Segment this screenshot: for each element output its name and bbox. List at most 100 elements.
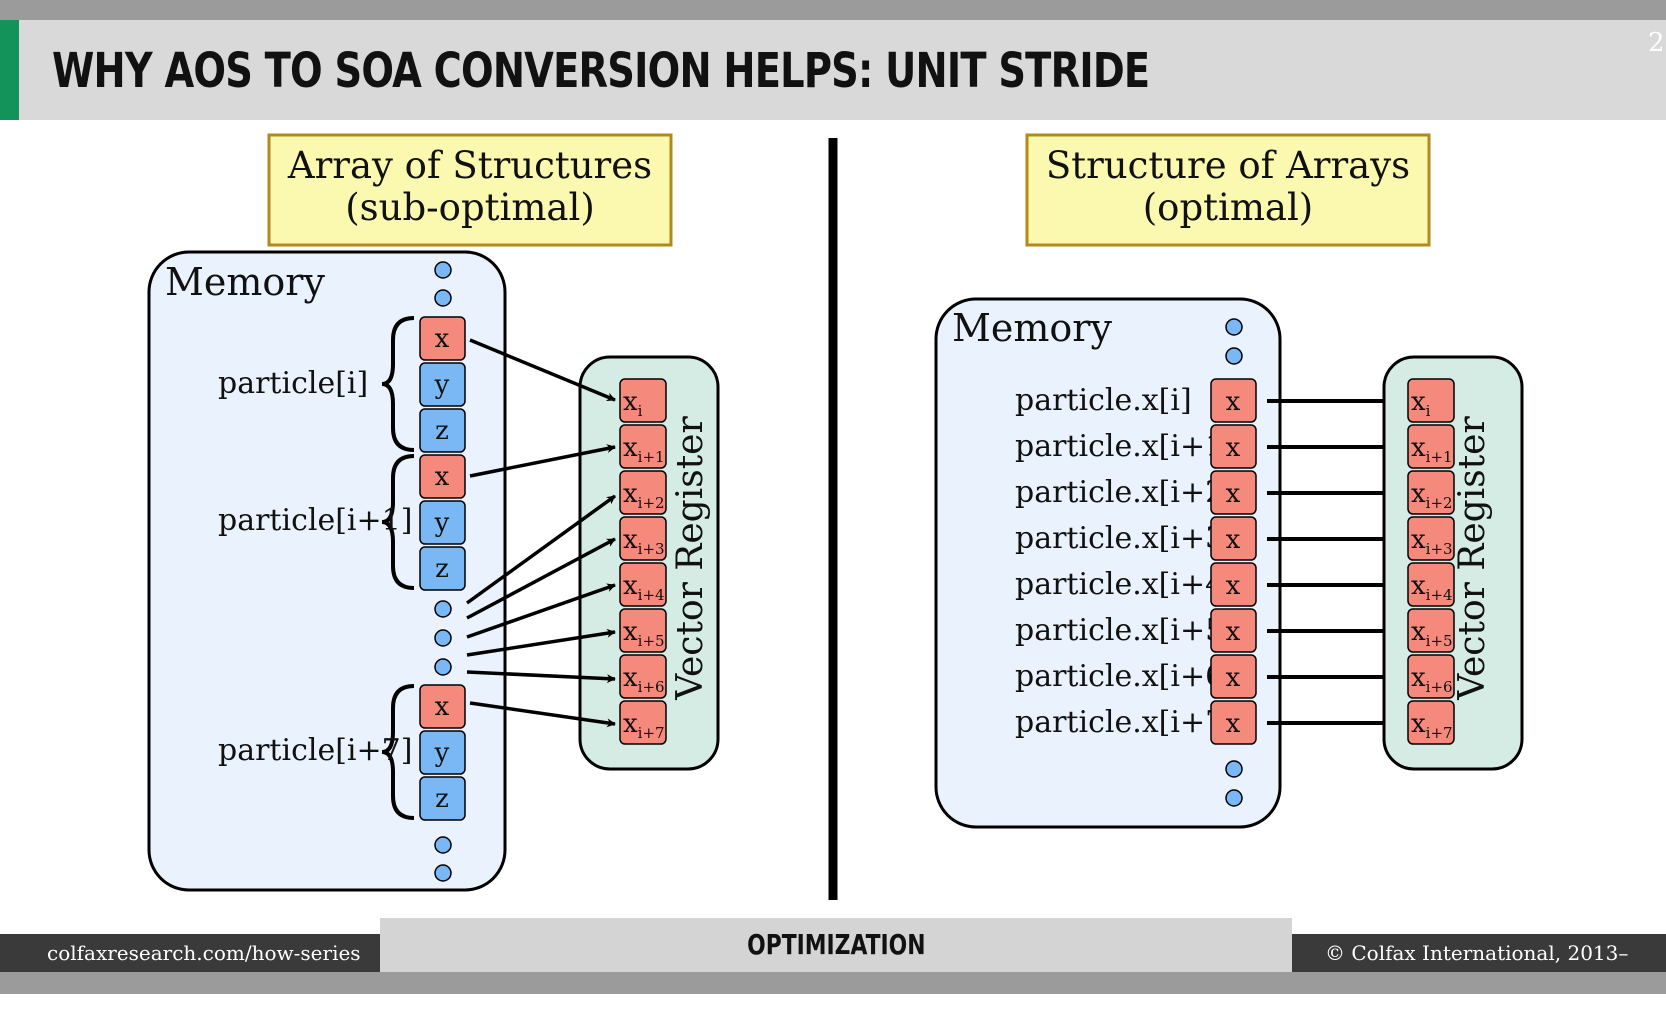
aos-register-cell: xi+7	[619, 700, 667, 745]
aos-cell-z	[419, 408, 466, 453]
ellipsis-dot	[434, 600, 452, 618]
soa-memory-label: Memory	[952, 306, 1112, 350]
soa-register-cell: xi	[1407, 378, 1455, 423]
soa-memory-box	[934, 297, 1282, 829]
title-accent	[0, 20, 19, 120]
svg-text:x: x	[1226, 479, 1241, 509]
svg-text:xi+3: xi+3	[623, 525, 665, 558]
aos-cell-y-label: y	[434, 738, 450, 768]
soa-register-cell: xi+5	[1407, 608, 1455, 653]
svg-text:xi+2: xi+2	[623, 479, 665, 512]
aos-particle-label: particle[i+7]	[218, 733, 412, 768]
soa-row: particle.x[i+4] x	[1015, 562, 1400, 607]
aos-brace	[381, 454, 415, 590]
aos-register-cell: xi	[619, 378, 667, 423]
aos-register-cell: xi+1	[619, 424, 667, 469]
svg-text:x: x	[1226, 663, 1241, 693]
soa-register-cell: xi+7	[1407, 700, 1455, 745]
soa-row: particle.x[i+6] x	[1015, 654, 1400, 699]
aos-cell-z-label: z	[435, 416, 449, 446]
aos-cell-y	[419, 362, 466, 407]
soa-register-cell: xi+1	[1407, 424, 1455, 469]
aos-cell-x-label: x	[435, 692, 450, 722]
svg-text:xi+3: xi+3	[1411, 525, 1453, 558]
aos-cell-x	[419, 316, 466, 361]
aos-register-label: Vector Register	[670, 416, 711, 701]
svg-text:x: x	[1226, 617, 1241, 647]
aos-register-cell: xi+4	[619, 562, 667, 607]
soa-register-cell: xi+2	[1407, 470, 1455, 515]
aos-register-cell: xi+3	[619, 516, 667, 561]
svg-text:xi+6: xi+6	[623, 663, 665, 696]
aos-cell-z	[419, 776, 466, 821]
aos-cell-x	[419, 684, 466, 729]
top-band	[0, 0, 1666, 20]
aos-cell-y-label: y	[434, 370, 450, 400]
soa-particle-label: particle.x[i+2]	[1015, 475, 1236, 510]
svg-text:xi: xi	[1411, 387, 1431, 420]
svg-text:xi+2: xi+2	[1411, 479, 1453, 512]
aos-particle-label: particle[i+1]	[218, 503, 412, 538]
aos-cell-z	[419, 546, 466, 591]
aos-strided-arrows	[465, 338, 617, 728]
ellipsis-dot	[434, 261, 452, 279]
ellipsis-dot	[434, 836, 452, 854]
soa-row: particle.x[i+2] x	[1015, 470, 1400, 515]
soa-panel: Structure of Arrays (optimal) Memory par…	[934, 133, 1524, 829]
aos-cell-y-label: y	[434, 508, 450, 538]
aos-register-cell: xi+6	[619, 654, 667, 699]
ellipsis-dot	[434, 658, 452, 676]
svg-text:xi+1: xi+1	[623, 433, 665, 466]
aos-register-cell: xi+2	[619, 470, 667, 515]
soa-row: particle.x[i] x	[1015, 378, 1400, 423]
svg-text:xi+6: xi+6	[1411, 663, 1453, 696]
svg-text:x: x	[1226, 387, 1241, 417]
aos-register-cell: xi+5	[619, 608, 667, 653]
soa-particle-label: particle.x[i+4]	[1015, 567, 1236, 602]
aos-brace	[381, 316, 415, 452]
aos-cell-x-label: x	[435, 324, 450, 354]
page-number: 25	[1648, 28, 1666, 58]
footer-url[interactable]: colfaxresearch.com/how-series	[0, 934, 380, 972]
soa-row: particle.x[i+7] x	[1015, 700, 1400, 745]
aos-heading-box	[267, 133, 673, 247]
aos-particle-label: particle[i]	[218, 366, 368, 401]
aos-brace	[381, 684, 415, 820]
aos-panel: Array of Structures (sub-optimal) Memory…	[147, 133, 720, 892]
soa-register-label: Vector Register	[1452, 416, 1493, 701]
svg-text:xi+5: xi+5	[1411, 617, 1453, 650]
svg-text:x: x	[1226, 525, 1241, 555]
svg-text:xi+4: xi+4	[1411, 571, 1453, 604]
ellipsis-dot	[434, 629, 452, 647]
soa-heading-line2: (optimal)	[1143, 186, 1314, 229]
aos-memory-label: Memory	[165, 260, 325, 304]
svg-text:x: x	[1226, 433, 1241, 463]
footer-copyright: © Colfax International, 2013–2017	[1292, 934, 1666, 1003]
aos-heading-line1: Array of Structures	[287, 144, 652, 187]
soa-heading-box	[1025, 133, 1431, 247]
ellipsis-dot	[1225, 789, 1243, 807]
aos-cell-z-label: z	[435, 554, 449, 584]
soa-particle-label: particle.x[i]	[1015, 383, 1192, 418]
aos-cell-y	[419, 500, 466, 545]
bottom-band	[0, 972, 1666, 994]
soa-register-cell: xi+6	[1407, 654, 1455, 699]
ellipsis-dot	[1225, 347, 1243, 365]
aos-memory-box	[147, 250, 507, 892]
soa-particle-label: particle.x[i+5]	[1015, 613, 1236, 648]
svg-text:xi+7: xi+7	[623, 709, 665, 742]
soa-particle-label: particle.x[i+6]	[1015, 659, 1236, 694]
svg-text:xi: xi	[623, 387, 643, 420]
svg-text:x: x	[1226, 709, 1241, 739]
soa-row: particle.x[i+3] x	[1015, 516, 1400, 561]
soa-register-cell: xi+4	[1407, 562, 1455, 607]
ellipsis-dot	[434, 864, 452, 882]
title-bar	[0, 20, 1666, 120]
svg-text:xi+7: xi+7	[1411, 709, 1453, 742]
soa-particle-label: particle.x[i+7]	[1015, 705, 1236, 740]
soa-row: particle.x[i+1] x	[1015, 424, 1400, 469]
soa-heading-line1: Structure of Arrays	[1046, 144, 1410, 187]
ellipsis-dot	[434, 289, 452, 307]
ellipsis-dot	[1225, 318, 1243, 336]
